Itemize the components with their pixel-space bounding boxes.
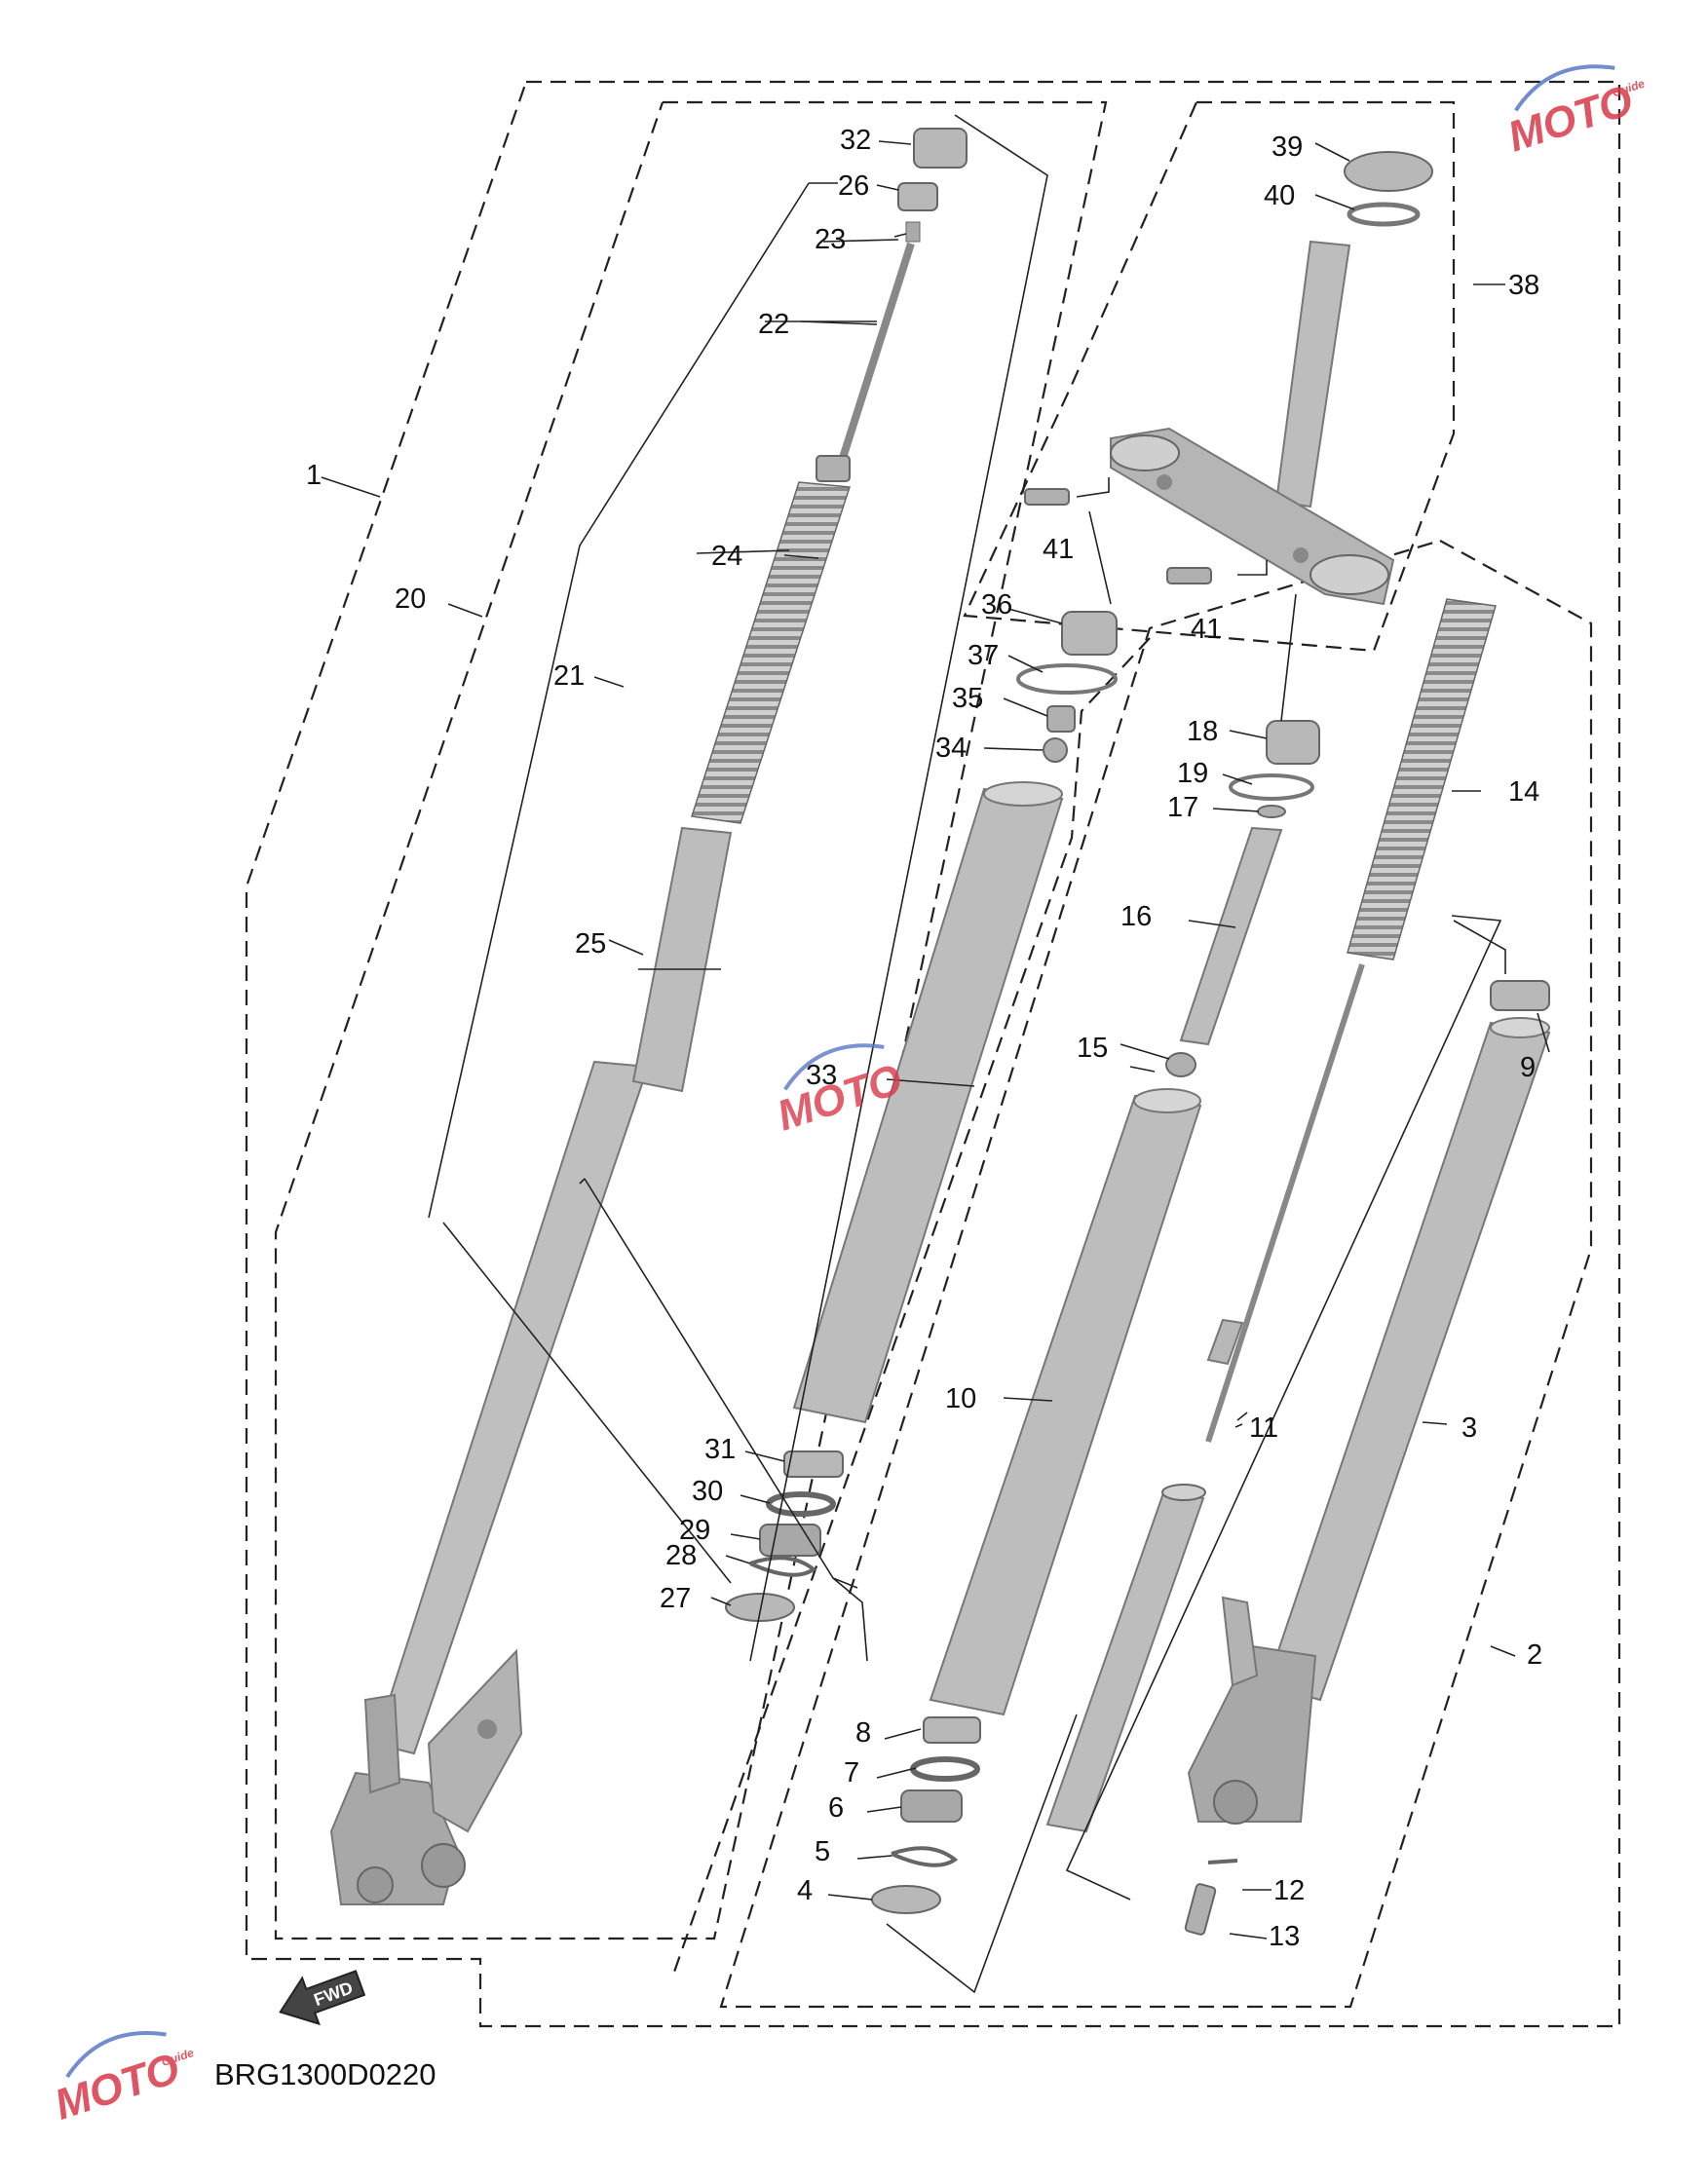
label-4: 4 — [797, 1875, 813, 1906]
label-41b: 41 — [1191, 614, 1222, 645]
rod-end-23 — [905, 221, 921, 243]
nut-26 — [897, 182, 938, 211]
label-29: 29 — [679, 1515, 710, 1546]
label-15: 15 — [1077, 1033, 1108, 1064]
steering-stem-38 — [1110, 240, 1395, 606]
fwd-arrow-icon: FWD — [279, 1970, 366, 2026]
cartridge-11 — [1045, 1488, 1205, 1833]
label-1: 1 — [306, 460, 322, 491]
label-39: 39 — [1272, 132, 1303, 163]
watermark-logo-top-right: MOTO Guide — [1502, 64, 1647, 162]
cap-bolt-36 — [1061, 611, 1118, 656]
spacer-16 — [1179, 826, 1283, 1046]
cap-bolt-18 — [1266, 720, 1320, 765]
label-24: 24 — [711, 541, 742, 572]
label-8: 8 — [855, 1717, 871, 1749]
group-outline-20 — [274, 100, 1108, 1940]
label-11: 11 — [1249, 1412, 1278, 1444]
label-7: 7 — [844, 1757, 859, 1789]
group-outline-2 — [719, 539, 1593, 2009]
oring-19 — [1229, 773, 1314, 801]
label-2: 2 — [1527, 1639, 1542, 1671]
group-outline-38 — [963, 100, 1456, 653]
watermark-logo-bottom-left: MOTO Guide — [49, 2030, 196, 2129]
label-38: 38 — [1508, 270, 1539, 301]
label-5: 5 — [815, 1836, 830, 1867]
label-26: 26 — [838, 170, 869, 202]
spring-24 — [691, 481, 852, 824]
dust-seal-4 — [871, 1885, 941, 1914]
label-3: 3 — [1461, 1412, 1477, 1444]
label-30: 30 — [692, 1476, 723, 1507]
washer-12 — [1207, 1859, 1238, 1864]
label-23: 23 — [815, 224, 846, 255]
label-37: 37 — [968, 640, 999, 671]
washer-30 — [766, 1491, 836, 1517]
ring-17 — [1257, 805, 1286, 818]
label-28: 28 — [665, 1540, 697, 1571]
label-25: 25 — [575, 928, 606, 960]
label-12: 12 — [1273, 1875, 1305, 1906]
bolt-41a — [1024, 488, 1070, 506]
collar-15 — [1165, 1052, 1196, 1077]
diagram-code: BRG1300D0220 — [214, 2057, 436, 2091]
label-20: 20 — [395, 584, 426, 615]
spacer-top-24 — [816, 455, 851, 482]
label-10: 10 — [945, 1383, 976, 1414]
label-16: 16 — [1120, 901, 1152, 932]
label-9: 9 — [1520, 1052, 1536, 1083]
seal-40 — [1347, 202, 1421, 227]
axle-bracket-3 — [1187, 1596, 1317, 1825]
label-35: 35 — [952, 683, 983, 714]
dust-seal-27 — [725, 1593, 795, 1622]
bushing-8 — [923, 1716, 981, 1744]
clip-28 — [749, 1556, 817, 1577]
oil-seal-6 — [900, 1789, 963, 1823]
clip-5 — [891, 1846, 959, 1867]
label-33: 33 — [806, 1060, 837, 1091]
oil-seal-29 — [759, 1524, 821, 1557]
label-40: 40 — [1264, 180, 1295, 211]
label-32: 32 — [840, 125, 871, 156]
label-27: 27 — [660, 1583, 691, 1614]
label-19: 19 — [1177, 758, 1208, 789]
bolt-41b — [1166, 567, 1212, 584]
label-6: 6 — [828, 1792, 844, 1824]
label-22: 22 — [758, 309, 789, 340]
label-34: 34 — [935, 733, 967, 764]
bushing-31 — [783, 1450, 844, 1478]
cap-9 — [1490, 980, 1550, 1011]
cap-32 — [913, 128, 968, 169]
label-41a: 41 — [1043, 534, 1074, 565]
fork-assembly-left — [329, 1060, 650, 1905]
label-36: 36 — [981, 589, 1012, 621]
label-13: 13 — [1269, 1921, 1300, 1952]
ball-34 — [1043, 737, 1068, 763]
label-31: 31 — [704, 1434, 736, 1465]
label-17: 17 — [1167, 792, 1198, 823]
label-21: 21 — [553, 660, 585, 692]
bearing-39 — [1344, 151, 1433, 192]
oring-37 — [1016, 663, 1118, 695]
outer-tube-25 — [631, 826, 733, 1093]
spring-14 — [1347, 598, 1497, 960]
group-outline-1 — [245, 80, 1621, 2028]
damper-rod-11 — [1205, 963, 1365, 1443]
bushing-35 — [1046, 705, 1076, 733]
bolt-13 — [1184, 1883, 1217, 1936]
damper-rod-22 — [839, 242, 915, 460]
washer-7 — [910, 1756, 980, 1782]
label-18: 18 — [1187, 716, 1218, 747]
label-14: 14 — [1508, 776, 1539, 808]
